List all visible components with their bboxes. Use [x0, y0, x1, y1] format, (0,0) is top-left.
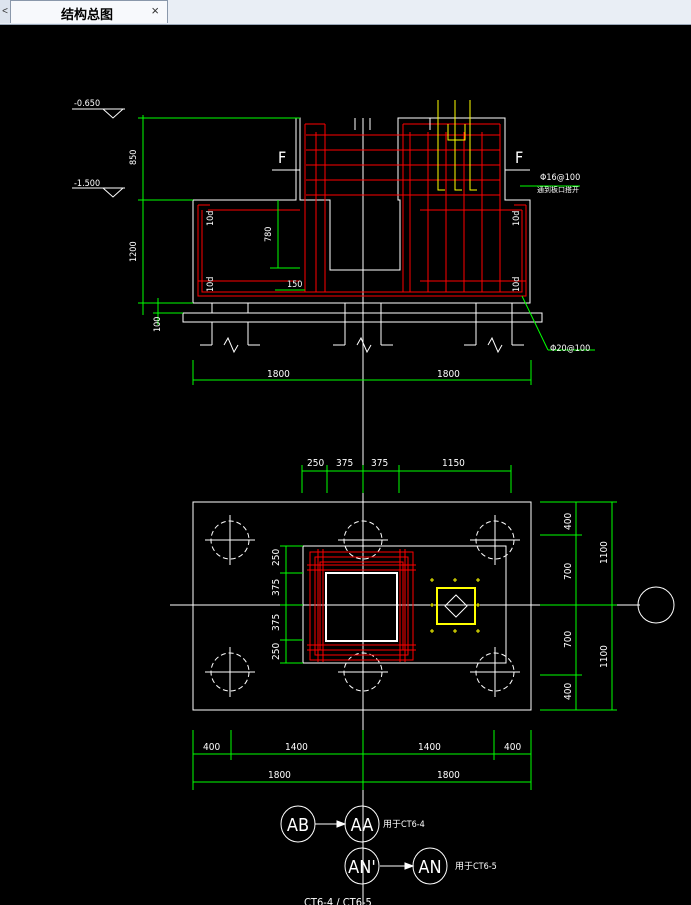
dim-100: 100 — [153, 317, 163, 332]
plan-bottom-outer-dim-2: 1800 — [437, 770, 460, 781]
plan-dim-lines — [192, 465, 617, 790]
label-10d-1: 10d — [206, 211, 216, 226]
plan-bottom-dim-2: 1400 — [285, 742, 308, 753]
embed-plate — [436, 587, 476, 625]
callout-an-prime[interactable]: AN' — [348, 857, 376, 878]
plan-top-dim-2: 375 — [336, 458, 353, 469]
callout-bubbles — [280, 805, 448, 885]
level-markers — [72, 108, 125, 198]
plan-top-dim-1: 250 — [307, 458, 324, 469]
embed-plate-diamond — [444, 594, 468, 618]
plan-right-dim-1: 400 — [563, 513, 574, 530]
stirrup-hatch — [354, 118, 431, 130]
dim-1200: 1200 — [129, 241, 139, 262]
plan-bottom-dim-1: 400 — [203, 742, 220, 753]
plan-top-dim-3: 375 — [371, 458, 388, 469]
elev-dim-1800-left: 1800 — [267, 369, 290, 380]
callout-aa-ref: 用于CT6-4 — [383, 819, 425, 830]
label-10d-3: 10d — [512, 211, 522, 226]
plan-left-dim-1: 250 — [271, 549, 282, 566]
tab-drawing[interactable]: 结构总图 × — [10, 0, 168, 23]
dim-850: 850 — [129, 150, 139, 165]
dim-150: 150 — [287, 280, 302, 290]
callout-an-ref: 用于CT6-5 — [455, 861, 497, 872]
elev-dim-1800-right: 1800 — [437, 369, 460, 380]
callout-an[interactable]: AN — [418, 857, 441, 878]
callout-ab[interactable]: AB — [287, 815, 309, 836]
section-mark-left: F — [278, 148, 286, 167]
plan-left-dim-3: 375 — [271, 614, 282, 631]
close-icon[interactable]: × — [151, 3, 159, 18]
plan-bottom-dim-3: 1400 — [418, 742, 441, 753]
label-10d-2: 10d — [206, 277, 216, 292]
elev-dim-lines — [138, 115, 595, 385]
callout-aa[interactable]: AA — [351, 815, 374, 836]
pile-break-left — [223, 336, 239, 354]
plan-left-dim-2: 375 — [271, 579, 282, 596]
plan-left-dim-4: 250 — [271, 643, 282, 660]
tab-bar: < 结构总图 × — [0, 0, 691, 25]
axis-bubble[interactable] — [637, 586, 675, 624]
plan-top-dim-4: 1150 — [442, 458, 465, 469]
rebar-group — [197, 123, 527, 297]
plan-bottom-dim-4: 400 — [504, 742, 521, 753]
section-mark-right: F — [515, 148, 523, 167]
rebar-label-a-note: 通到板口搭开 — [537, 185, 579, 194]
column-box — [325, 572, 398, 642]
pile-left — [200, 303, 260, 346]
plan-bottom-outer-dim-1: 1800 — [268, 770, 291, 781]
pile-break-right — [487, 336, 503, 354]
label-10d-4: 10d — [512, 277, 522, 292]
rebar-label-b: Φ20@100 — [550, 344, 590, 354]
plan-rebar-grid — [307, 549, 416, 662]
plan-right-dim-2: 700 — [563, 563, 574, 580]
plan-right-outer-dim-1: 1100 — [599, 541, 610, 564]
pile-cap-outline — [192, 501, 532, 711]
level-label-top: -0.650 — [74, 99, 100, 109]
dim-780: 780 — [264, 227, 274, 242]
pile-break-mid — [356, 336, 372, 354]
cad-drawing-canvas[interactable]: -0.650 -1.500 850 1200 100 780 150 10d 1… — [0, 24, 691, 905]
pile-right — [464, 303, 524, 346]
plan-right-dim-3: 700 — [563, 631, 574, 648]
plan-right-outer-dim-2: 1100 — [599, 645, 610, 668]
tab-title: 结构总图 — [61, 8, 114, 23]
plan-pile-crosshairs — [205, 515, 520, 697]
embed-bolts — [430, 578, 480, 633]
column-bars-yellow — [437, 100, 477, 191]
level-label-mid: -1.500 — [74, 179, 100, 189]
rebar-label-a: Φ16@100 — [540, 173, 580, 183]
pile-mid — [333, 303, 393, 346]
bottom-caption: CT6-4 / CT6-5 — [304, 896, 372, 905]
plan-right-dim-4: 400 — [563, 683, 574, 700]
